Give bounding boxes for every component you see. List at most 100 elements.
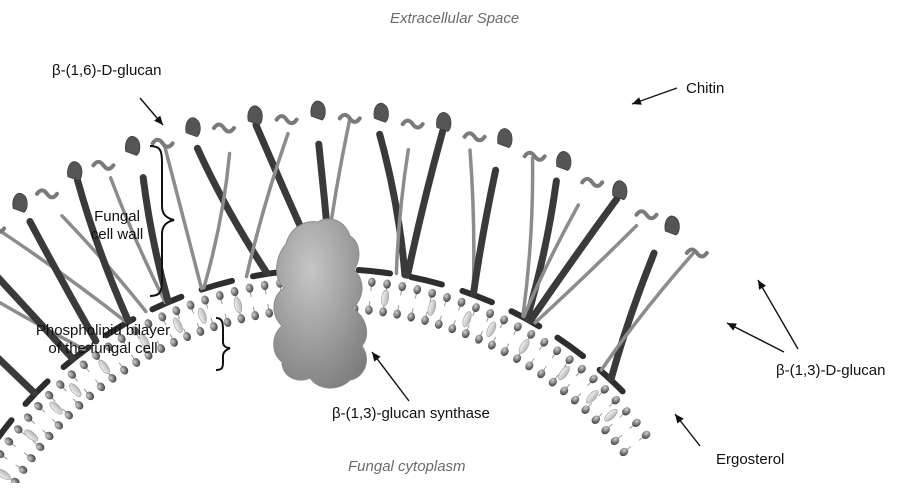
glucan-cap (637, 211, 657, 218)
beta-1-3-glucan-fiber (611, 253, 654, 379)
chitin-blob (374, 103, 389, 122)
lipid-head (383, 279, 392, 289)
lipid-head (406, 312, 415, 323)
lipid-head (393, 309, 402, 319)
ergosterol-molecule (233, 297, 243, 314)
lipid-head (107, 372, 119, 384)
beta-1-6-glucan-label: β-(1,6)-D-glucan (52, 62, 162, 80)
ergosterol-molecule (556, 364, 571, 381)
lipid-head (539, 336, 550, 348)
glucan-cap (403, 121, 423, 128)
lipid-head (618, 446, 630, 458)
beta-1-3-glucan-label: β-(1,3)-D-glucan (776, 362, 886, 380)
chitin-label: Chitin (686, 80, 724, 98)
lipid-head (251, 310, 260, 321)
glucan-anchor (557, 338, 583, 356)
chitin-blob (436, 112, 451, 131)
lipid-head (499, 314, 510, 326)
lipid-head (230, 286, 240, 297)
glucan-synthase-label: β-(1,3)-glucan synthase (332, 405, 490, 423)
cell-wall-label: Fungal cell wall (82, 208, 152, 244)
ergosterol-molecule (97, 358, 112, 375)
lipid-head (260, 280, 269, 290)
glucan-cap (93, 162, 113, 169)
glucan-cap (465, 133, 485, 140)
chitin-arrow-head (632, 97, 642, 105)
lipid-head (236, 313, 246, 324)
chitin-blob (556, 151, 571, 170)
lipid-head (442, 292, 452, 303)
ergosterol-molecule (603, 407, 620, 423)
chitin-blob (186, 118, 201, 137)
chitin-blob (67, 162, 82, 181)
glucan-cap (0, 225, 4, 232)
ergosterol-molecule (380, 289, 389, 306)
lipid-head (434, 319, 444, 330)
lipid-head (365, 305, 374, 315)
bilayer-label-line1: Phospholipid bilayer (3, 322, 203, 340)
lipid-head (461, 328, 471, 339)
fungal-cytoplasm-label: Fungal cytoplasm (348, 458, 466, 476)
lipid-head (3, 436, 15, 448)
lipid-head (564, 354, 576, 366)
lipid-head (547, 376, 559, 388)
lipid-head (471, 302, 481, 313)
ergosterol-molecule (584, 388, 600, 405)
lipid-head (157, 311, 168, 323)
lipid-head (420, 315, 430, 326)
lipid-head (640, 429, 652, 441)
lipid-head (512, 321, 523, 333)
lipid-head (223, 317, 233, 328)
ergosterol-molecule (426, 299, 437, 316)
ergosterol-molecule (48, 400, 64, 416)
chitin-blob (665, 216, 680, 235)
lipid-head (576, 363, 588, 375)
chitin-blob (311, 101, 326, 120)
lipid-head (485, 308, 496, 319)
glucan-cap (37, 190, 57, 197)
cell-wall-label-line1: Fungal (82, 208, 152, 226)
lipid-head (265, 308, 274, 318)
ergosterol-molecule (517, 338, 531, 355)
lipid-head (171, 305, 182, 316)
lipid-head (456, 297, 466, 308)
beta-1-3-glucan-fiber (197, 148, 266, 273)
beta-1-3-glucan-fiber (408, 131, 443, 275)
cell-wall-label-line2: cell wall (82, 226, 152, 244)
lipid-head (499, 346, 510, 358)
glucan-anchor (411, 277, 442, 284)
glucan-synthase-protein (274, 219, 367, 388)
ergosterol-molecule (485, 321, 498, 338)
label-arrows (140, 88, 798, 446)
chitin-blob (248, 106, 263, 125)
extracellular-space-label: Extracellular Space (390, 10, 519, 28)
lipid-head (368, 277, 377, 287)
lipid-head (398, 281, 407, 291)
lipid-head (215, 290, 225, 301)
lipid-head (526, 328, 537, 340)
glucan-synthase-body (274, 219, 367, 388)
beta-1-3-glucan-arrow-lower (727, 323, 784, 352)
lipid-head (95, 381, 107, 393)
glucan-synthase-arrow-head (372, 352, 381, 362)
lipid-head (200, 294, 210, 305)
lipid-head (486, 339, 497, 351)
lipid-head (34, 441, 46, 453)
lipid-head (17, 464, 29, 475)
chitin-blob (13, 193, 28, 212)
chitin-blob (498, 128, 513, 147)
beta-1-3-glucan-arrow-upper-head (758, 280, 766, 290)
lipid-head (118, 364, 129, 376)
ergosterol-label: Ergosterol (716, 451, 784, 469)
chitin-blob (125, 136, 140, 155)
ergosterol-molecule (67, 382, 83, 399)
lipid-head (78, 359, 90, 371)
ergosterol-molecule (461, 310, 473, 327)
lipid-head (524, 360, 535, 372)
bilayer-label: Phospholipid bilayer of the fungal cell (3, 322, 203, 358)
lipid-head (512, 353, 523, 365)
lipid-head (131, 357, 142, 369)
beta-1-3-glucan-arrow-upper (758, 280, 798, 349)
glucan-cap (214, 125, 234, 132)
